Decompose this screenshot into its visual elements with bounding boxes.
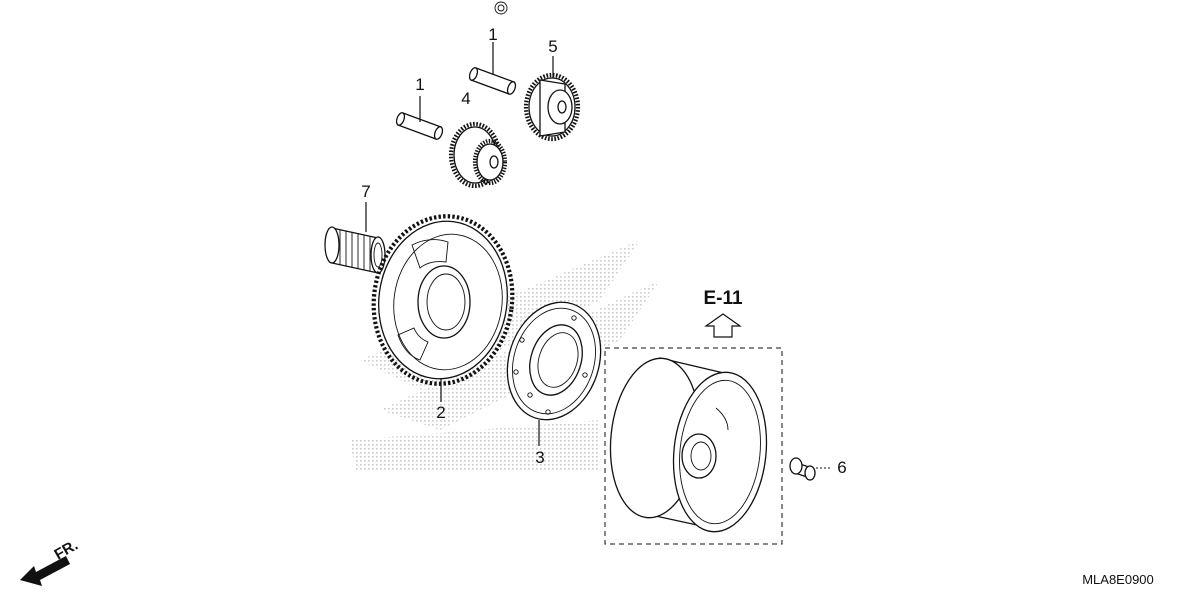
callout-1-lower: 1 xyxy=(415,75,424,94)
starter-driven-gear-part-2 xyxy=(371,214,515,386)
up-arrow-icon xyxy=(704,313,742,338)
idler-gear-part-5 xyxy=(523,72,581,142)
one-way-clutch-part-3 xyxy=(506,301,602,421)
flywheel-reference-box xyxy=(604,347,783,545)
registered-mark-icon xyxy=(494,1,508,15)
front-label: FR. xyxy=(52,537,81,564)
callout-2: 2 xyxy=(436,403,445,422)
callout-6: 6 xyxy=(837,458,846,477)
reduction-gear-part-4 xyxy=(448,121,508,189)
callout-5: 5 xyxy=(548,37,557,56)
front-direction-indicator: FR. xyxy=(20,537,81,586)
callout-7: 7 xyxy=(361,182,370,201)
down-left-arrow-icon xyxy=(20,556,70,586)
flywheel-assembly xyxy=(609,357,768,533)
reference-label[interactable]: E-11 xyxy=(703,288,743,309)
callout-1-upper: 1 xyxy=(488,25,497,44)
callout-3: 3 xyxy=(535,448,544,467)
callout-4: 4 xyxy=(461,89,470,108)
needle-bearing-part-7 xyxy=(324,226,386,274)
pin-part-1-upper xyxy=(468,67,517,95)
diagram-code: MLA8E0900 xyxy=(1082,572,1154,587)
pin-part-1-lower xyxy=(395,112,444,140)
flywheel-bolt-part-6 xyxy=(789,457,816,481)
